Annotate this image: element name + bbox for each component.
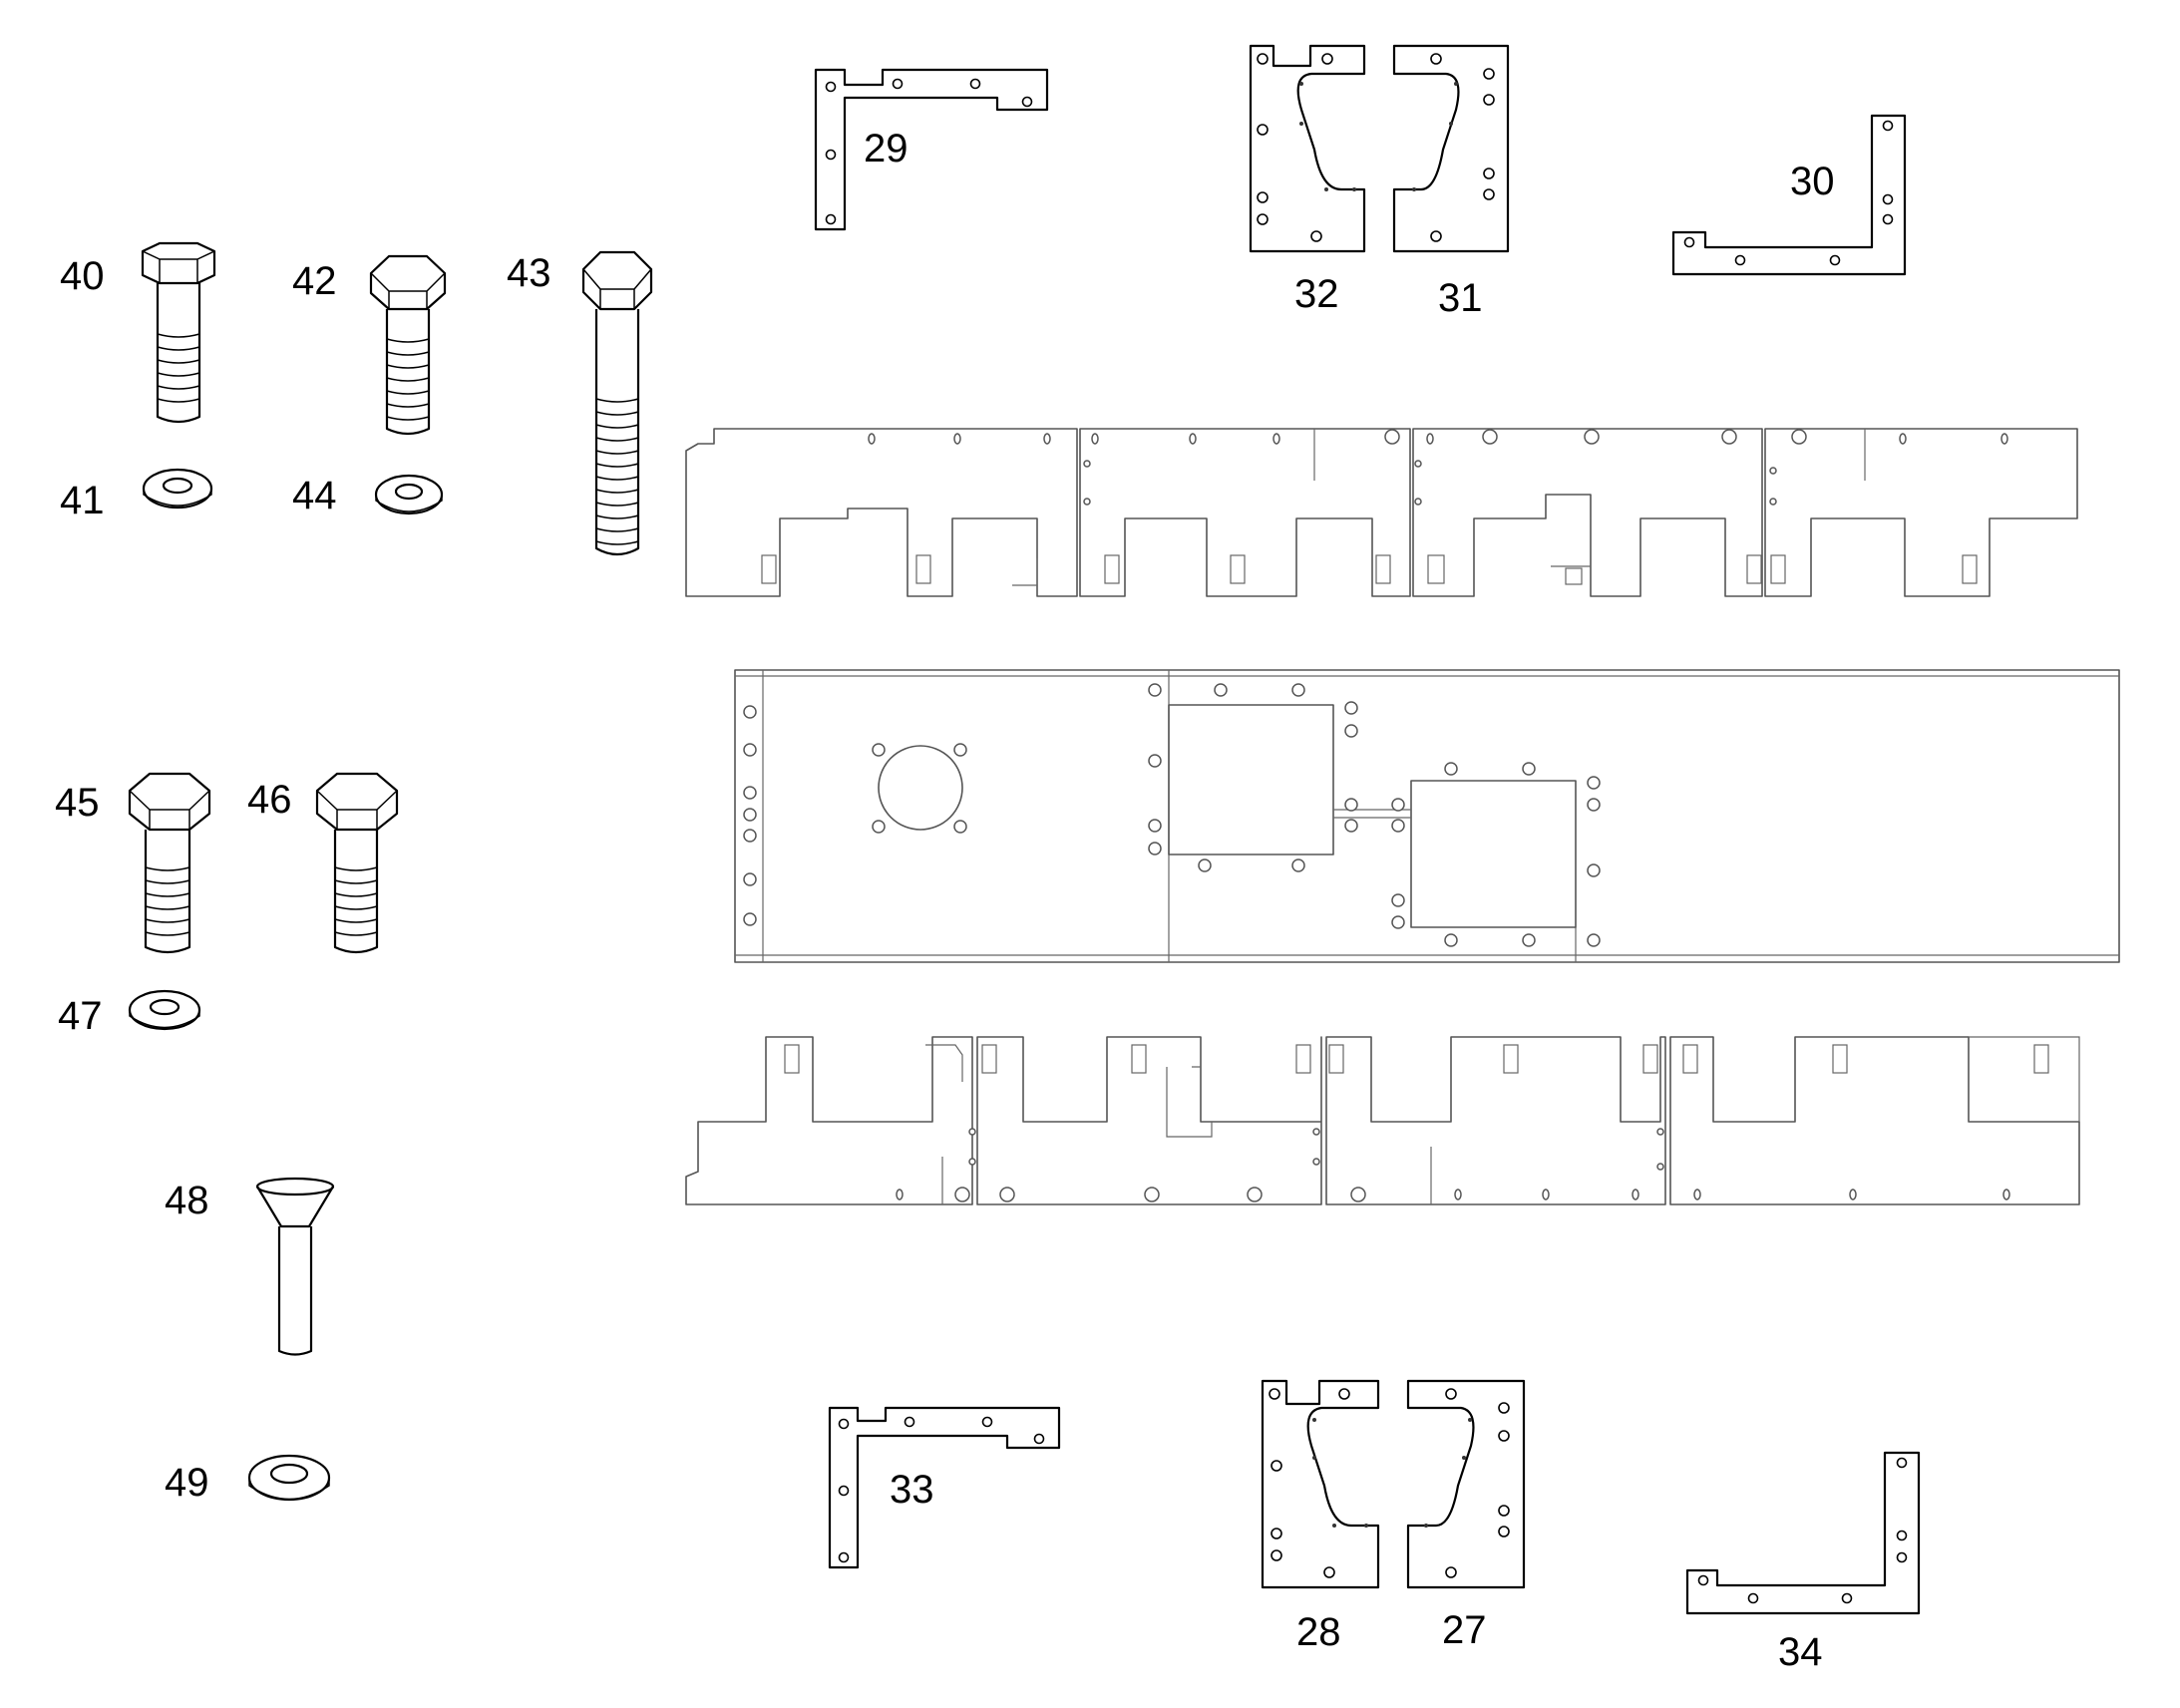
label-33: 33 bbox=[890, 1468, 934, 1512]
lower-panel-4 bbox=[1669, 1036, 2080, 1205]
label-40: 40 bbox=[60, 254, 105, 298]
label-28: 28 bbox=[1296, 1610, 1341, 1654]
upper-panel-1 bbox=[685, 428, 1078, 597]
upper-panel-4 bbox=[1764, 428, 2078, 597]
lower-panel-1 bbox=[685, 1036, 973, 1205]
label-29: 29 bbox=[864, 127, 908, 171]
label-49: 49 bbox=[165, 1461, 209, 1505]
label-42: 42 bbox=[292, 259, 337, 303]
cutout-plate-32 bbox=[1249, 44, 1366, 253]
cutout-plate-31 bbox=[1392, 44, 1510, 253]
main-beam bbox=[734, 669, 2120, 963]
square-opening-2 bbox=[1410, 780, 1577, 928]
lower-panel-holes bbox=[896, 1128, 2010, 1202]
hex-bolt-42 bbox=[369, 254, 447, 436]
main-beam-holes bbox=[743, 683, 1601, 947]
upper-panel-2 bbox=[1079, 428, 1411, 597]
label-30: 30 bbox=[1790, 160, 1835, 203]
label-47: 47 bbox=[58, 994, 103, 1038]
upper-panel-3 bbox=[1412, 428, 1763, 597]
washer-41 bbox=[142, 468, 213, 510]
label-31: 31 bbox=[1438, 276, 1483, 320]
lower-panel-2 bbox=[976, 1036, 1322, 1205]
bolt-42-threads bbox=[386, 338, 430, 421]
label-45: 45 bbox=[55, 781, 100, 825]
angle-bracket-29 bbox=[814, 68, 1049, 231]
bolt-45-threads bbox=[145, 866, 190, 936]
upper-panel-holes bbox=[868, 429, 2008, 506]
label-34: 34 bbox=[1778, 1630, 1823, 1674]
round-opening bbox=[878, 745, 963, 831]
lower-panel-row bbox=[685, 1036, 2080, 1205]
label-48: 48 bbox=[165, 1179, 209, 1222]
hex-bolt-45 bbox=[128, 772, 211, 954]
bolt-46-threads bbox=[334, 866, 378, 936]
label-44: 44 bbox=[292, 474, 337, 517]
hex-bolt-40 bbox=[141, 241, 216, 424]
label-32: 32 bbox=[1294, 272, 1339, 316]
washer-47 bbox=[128, 989, 201, 1031]
hex-bolt-46 bbox=[315, 772, 399, 954]
washer-49 bbox=[247, 1454, 331, 1502]
angle-bracket-30 bbox=[1671, 114, 1907, 276]
angle-bracket-34 bbox=[1685, 1451, 1921, 1615]
label-27: 27 bbox=[1442, 1608, 1487, 1652]
square-opening-1 bbox=[1168, 704, 1334, 855]
angle-bracket-33 bbox=[828, 1406, 1061, 1569]
cutout-plate-28 bbox=[1261, 1379, 1380, 1589]
label-46: 46 bbox=[247, 778, 292, 822]
cutout-plate-27 bbox=[1406, 1379, 1526, 1589]
countersunk-bolt-48 bbox=[255, 1177, 335, 1356]
bolt-40-threads bbox=[157, 333, 200, 403]
bolt-43-threads bbox=[595, 398, 639, 545]
label-43: 43 bbox=[507, 251, 551, 295]
label-41: 41 bbox=[60, 479, 105, 522]
washer-44 bbox=[374, 474, 444, 515]
lower-panel-3 bbox=[1325, 1036, 1666, 1205]
hex-bolt-43 bbox=[581, 250, 653, 556]
upper-panel-row bbox=[685, 428, 2078, 597]
